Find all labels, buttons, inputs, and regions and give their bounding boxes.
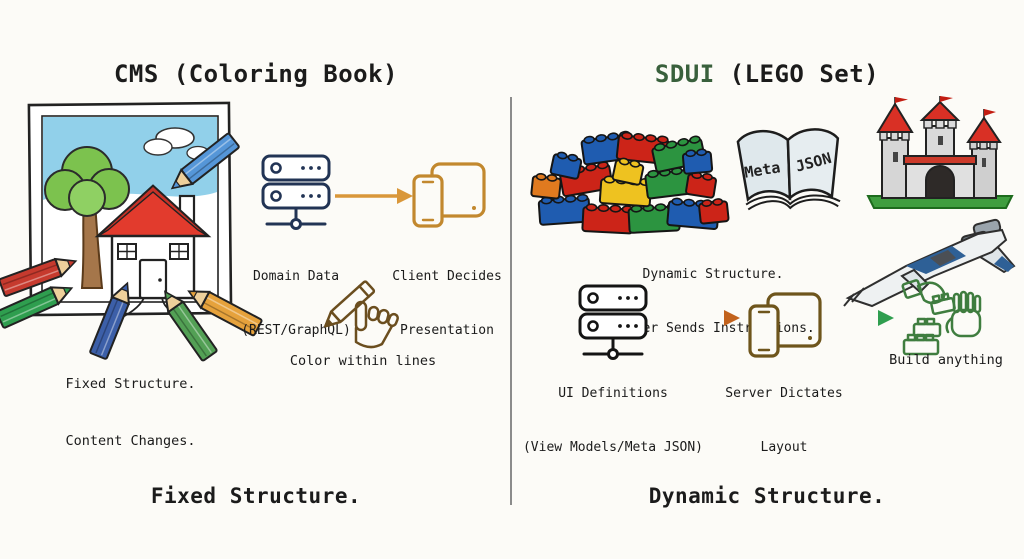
server-icon <box>261 154 331 230</box>
coloring-book-illustration <box>0 101 264 363</box>
arrow-right-icon <box>335 188 413 204</box>
ui-definitions-line-1: UI Definitions <box>558 386 668 401</box>
color-within-lines-label: Color within lines <box>289 353 437 369</box>
domain-data-line-2: (REST/GraphQL) <box>241 323 351 338</box>
client-decides-line-2: Presentation <box>400 323 494 338</box>
tree <box>44 146 130 289</box>
lego-brick-pile-illustration <box>530 129 730 235</box>
build-anything-label: Build anything <box>889 352 1003 368</box>
server-dictates-line-2: Layout <box>760 440 808 455</box>
right-panel-title: SDUI (LEGO Set) <box>617 60 917 88</box>
right-caption-line-1: Dynamic Structure. <box>642 267 784 282</box>
caption-line-1: Fixed Structure. <box>65 376 196 392</box>
client-decides-label: Client Decides Presentation <box>362 232 532 376</box>
caption-line-2: Content Changes. <box>65 433 196 449</box>
ui-definitions-label: UI Definitions (View Models/Meta JSON) <box>513 349 713 493</box>
right-summary: Dynamic Structure. Server Sends Instruct… <box>567 424 967 559</box>
house <box>94 184 212 323</box>
coloring-book-caption: Fixed Structure. Content Changes. <box>38 337 223 489</box>
server-dictates-label: Server Dictates Layout <box>699 349 869 493</box>
arrow-right-icon-2 <box>652 310 740 326</box>
ui-definitions-line-2: (View Models/Meta JSON) <box>522 440 703 455</box>
book-left-page-text: Meta <box>743 158 781 181</box>
lego-castle-illustration <box>866 96 1014 209</box>
title-lego-set: (LEGO Set) <box>714 60 880 88</box>
left-summary-line-1: Fixed Structure. <box>150 484 362 508</box>
panel-divider <box>510 97 512 505</box>
instruction-book-illustration: Meta JSON <box>736 128 841 211</box>
server-dictates-line-1: Server Dictates <box>725 386 843 401</box>
client-decides-line-1: Client Decides <box>392 269 502 284</box>
title-sdui: SDUI <box>654 60 715 88</box>
right-summary-line-1: Dynamic Structure. <box>648 484 886 508</box>
domain-data-label: Domain Data (REST/GraphQL) <box>211 232 381 376</box>
hands-building-bricks-icon <box>901 279 982 356</box>
left-summary: Fixed Structure. Content Changes. <box>106 424 406 559</box>
lego-spaceship-illustration <box>843 218 1016 308</box>
domain-data-line-1: Domain Data <box>252 269 340 284</box>
hand-coloring-icon <box>324 280 399 349</box>
arrow-right-icon-3 <box>820 310 894 326</box>
left-panel-title: CMS (Coloring Book) <box>113 60 399 88</box>
phone-tablet-icon <box>412 162 486 228</box>
